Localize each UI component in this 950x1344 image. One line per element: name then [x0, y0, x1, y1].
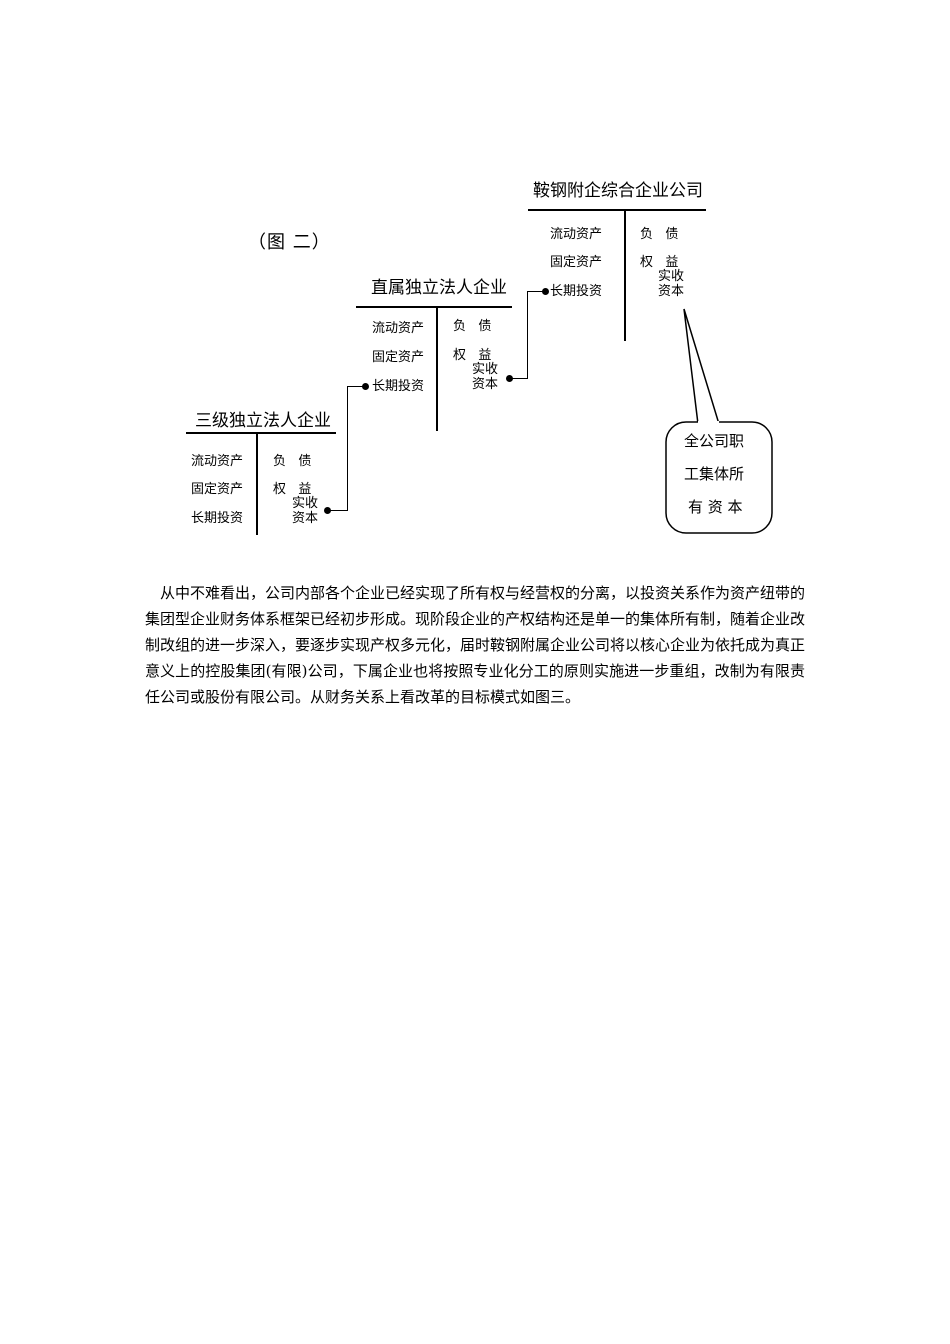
connector-l2-l1-horizontal-high	[527, 291, 544, 292]
callout-line-1: 全公司职	[684, 432, 745, 450]
connector-dot-l3	[324, 507, 331, 514]
level2-title: 直属独立法人企业	[371, 278, 507, 298]
connector-dot-l2-invest	[362, 383, 369, 390]
level1-asset-fixed: 固定资产	[550, 255, 603, 270]
connector-l2-l1-vertical	[527, 291, 528, 379]
level2-equity: 权 益	[453, 348, 492, 363]
level2-liabilities: 负 债	[453, 319, 492, 334]
level3-divider	[256, 434, 258, 535]
level1-paid-in-top: 实收	[658, 269, 685, 284]
level2-divider	[436, 308, 438, 431]
level1-asset-current: 流动资产	[550, 227, 603, 242]
figure-caption: （图 二）	[248, 232, 331, 253]
level3-equity: 权 益	[273, 482, 312, 497]
level1-paid-in-bottom: 资本	[658, 284, 685, 299]
level2-asset-current: 流动资产	[372, 321, 425, 336]
level3-liabilities: 负 债	[273, 454, 312, 469]
connector-dot-l2	[506, 375, 513, 382]
body-paragraph: 从中不难看出，公司内部各个企业已经实现了所有权与经营权的分离，以投资关系作为资产…	[145, 584, 806, 706]
level1-equity: 权 益	[640, 255, 679, 270]
connector-l3-l2-horizontal-high	[347, 386, 366, 387]
level1-top-rule	[528, 209, 706, 211]
level3-asset-longterm: 长期投资	[191, 511, 244, 526]
connector-l3-l2-horizontal-low	[329, 510, 347, 511]
callout-bubble	[665, 308, 773, 534]
level1-title: 鞍钢附企综合企业公司	[533, 181, 703, 201]
level3-paid-in-top: 实收	[292, 496, 319, 511]
level2-paid-in-top: 实收	[472, 362, 499, 377]
callout-line-2: 工集体所	[684, 465, 745, 483]
level2-paid-in-bottom: 资本	[472, 377, 499, 392]
level1-asset-longterm: 长期投资	[550, 284, 603, 299]
level2-asset-fixed: 固定资产	[372, 350, 425, 365]
level3-asset-current: 流动资产	[191, 454, 244, 469]
level3-paid-in-bottom: 资本	[292, 511, 319, 526]
level1-divider	[624, 211, 626, 341]
level2-top-rule	[356, 306, 512, 308]
level2-asset-longterm: 长期投资	[372, 379, 425, 394]
connector-dot-l1-invest	[542, 288, 549, 295]
connector-l3-l2-vertical	[347, 386, 348, 511]
level1-liabilities: 负 债	[640, 227, 679, 242]
callout-line-3: 有 资 本	[688, 498, 743, 516]
level3-top-rule	[186, 432, 336, 434]
level3-asset-fixed: 固定资产	[191, 482, 244, 497]
level3-title: 三级独立法人企业	[195, 411, 331, 431]
connector-l2-l1-horizontal-low	[511, 378, 528, 379]
